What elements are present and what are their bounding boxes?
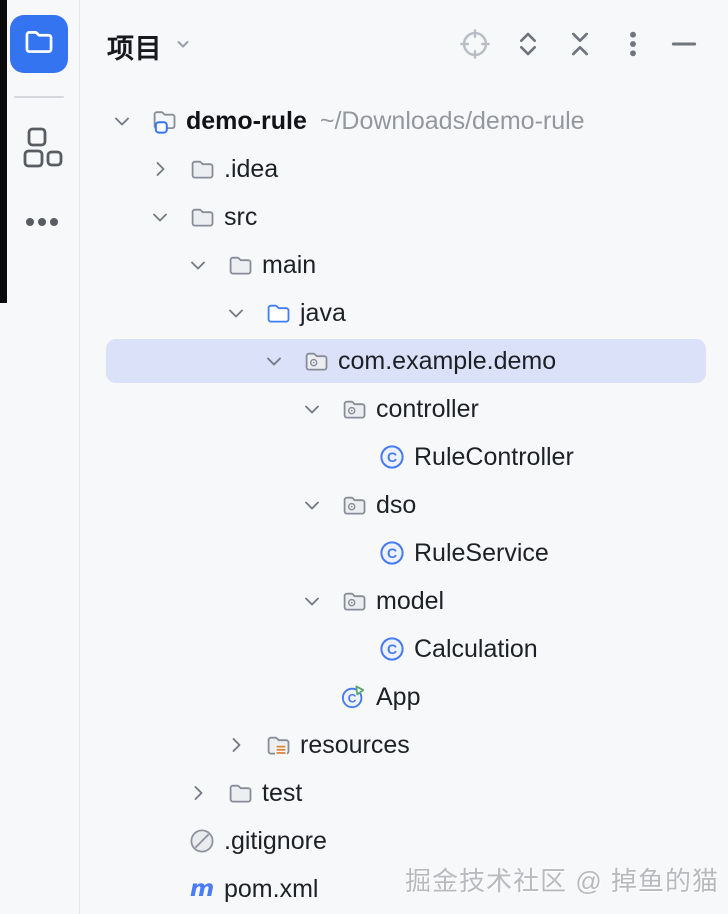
tree-row[interactable]: resources (80, 721, 728, 769)
expand-all-button[interactable] (510, 28, 546, 64)
chevron-down-icon[interactable] (300, 589, 324, 613)
locate-button[interactable] (457, 28, 493, 64)
tree-node-label: src (224, 202, 258, 231)
folder-icon (189, 155, 215, 183)
tree-node-label: model (376, 586, 445, 615)
tree-row[interactable]: C RuleController (80, 433, 728, 481)
chevron-spacer (148, 877, 172, 901)
minimize-icon (668, 28, 700, 65)
svg-text:C: C (387, 545, 397, 561)
tree-node-label: .idea (224, 154, 279, 183)
class-icon: C (379, 539, 405, 567)
package-icon (341, 491, 367, 519)
folder-source-icon (265, 299, 291, 327)
package-icon (341, 587, 367, 615)
more-tools-button[interactable] (18, 206, 66, 242)
chevron-right-icon[interactable] (186, 781, 210, 805)
chevron-down-icon (172, 33, 194, 60)
collapse-all-button[interactable] (562, 28, 598, 64)
maven-icon: m (189, 874, 215, 903)
tree-node-label: com.example.demo (338, 346, 557, 375)
tree-row[interactable]: demo-rule ~/Downloads/demo-rule (80, 97, 728, 145)
tree-node-path: ~/Downloads/demo-rule (319, 106, 585, 135)
ellipsis-icon (22, 214, 62, 235)
class-icon: C (379, 443, 405, 471)
chevron-right-icon[interactable] (224, 733, 248, 757)
svg-text:C: C (348, 691, 357, 705)
tree-row[interactable]: com.example.demo (80, 337, 728, 385)
structure-icon (20, 124, 64, 175)
project-tree: demo-rule ~/Downloads/demo-rule .idea src… (80, 97, 728, 913)
hide-panel-button[interactable] (666, 28, 702, 64)
tree-row[interactable]: test (80, 769, 728, 817)
chevron-down-icon[interactable] (186, 253, 210, 277)
tree-node-label: App (376, 682, 421, 711)
tree-node-label: demo-rule (186, 106, 307, 135)
more-options-button[interactable] (615, 28, 651, 64)
chevron-spacer (300, 685, 324, 709)
tree-node-label: .gitignore (224, 826, 327, 855)
tree-row[interactable]: dso (80, 481, 728, 529)
tree-node-label: resources (300, 730, 410, 759)
tree-node-label: test (262, 778, 303, 807)
tree-node-label: controller (376, 394, 479, 423)
tree-node-label: pom.xml (224, 874, 319, 903)
tree-row[interactable]: main (80, 241, 728, 289)
tree-row[interactable]: C App (80, 673, 728, 721)
chevron-down-icon[interactable] (300, 493, 324, 517)
chevron-down-icon[interactable] (262, 349, 286, 373)
package-icon (341, 395, 367, 423)
svg-text:m: m (190, 874, 214, 902)
svg-text:C: C (387, 449, 397, 465)
tree-node-label: main (262, 250, 317, 279)
collapse-all-icon (564, 28, 596, 65)
class-runnable-icon: C (341, 683, 367, 711)
tool-window-header: 项目 (80, 0, 728, 92)
chevron-spacer (338, 541, 362, 565)
class-icon: C (379, 635, 405, 663)
chevron-down-icon[interactable] (148, 205, 172, 229)
tree-row[interactable]: src (80, 193, 728, 241)
folder-icon (189, 203, 215, 231)
sidebar-divider (14, 96, 64, 98)
expand-all-icon (512, 28, 544, 65)
kebab-menu-icon (617, 28, 649, 65)
tree-row[interactable]: C RuleService (80, 529, 728, 577)
tree-row[interactable]: C Calculation (80, 625, 728, 673)
tree-row[interactable]: .idea (80, 145, 728, 193)
project-folder-icon (151, 107, 177, 135)
locate-icon (459, 28, 491, 65)
tree-row[interactable]: m pom.xml (80, 865, 728, 913)
view-title: 项目 (107, 33, 162, 64)
folder-icon (22, 25, 56, 64)
tree-node-label: Calculation (414, 634, 538, 663)
tree-row[interactable]: java (80, 289, 728, 337)
chevron-down-icon[interactable] (224, 301, 248, 325)
chevron-down-icon[interactable] (300, 397, 324, 421)
package-icon (303, 347, 329, 375)
tree-node-label: RuleController (414, 442, 574, 471)
folder-resources-icon (265, 731, 291, 759)
chevron-spacer (338, 637, 362, 661)
project-tool-button[interactable] (10, 15, 68, 73)
screen-edge-strip (0, 0, 7, 303)
activity-bar (0, 0, 80, 914)
tree-row[interactable]: .gitignore (80, 817, 728, 865)
tree-row[interactable]: model (80, 577, 728, 625)
view-selector[interactable]: 项目 (107, 28, 194, 64)
tree-node-label: dso (376, 490, 417, 519)
tree-node-label: RuleService (414, 538, 549, 567)
folder-icon (227, 251, 253, 279)
folder-icon (227, 779, 253, 807)
tree-row[interactable]: controller (80, 385, 728, 433)
chevron-down-icon[interactable] (110, 109, 134, 133)
structure-tool-button[interactable] (18, 124, 66, 174)
chevron-spacer (338, 445, 362, 469)
chevron-spacer (148, 829, 172, 853)
project-tool-window: 项目 (80, 0, 728, 914)
svg-text:C: C (387, 641, 397, 657)
ignored-file-icon (189, 827, 215, 855)
chevron-right-icon[interactable] (148, 157, 172, 181)
tree-node-label: java (300, 298, 346, 327)
